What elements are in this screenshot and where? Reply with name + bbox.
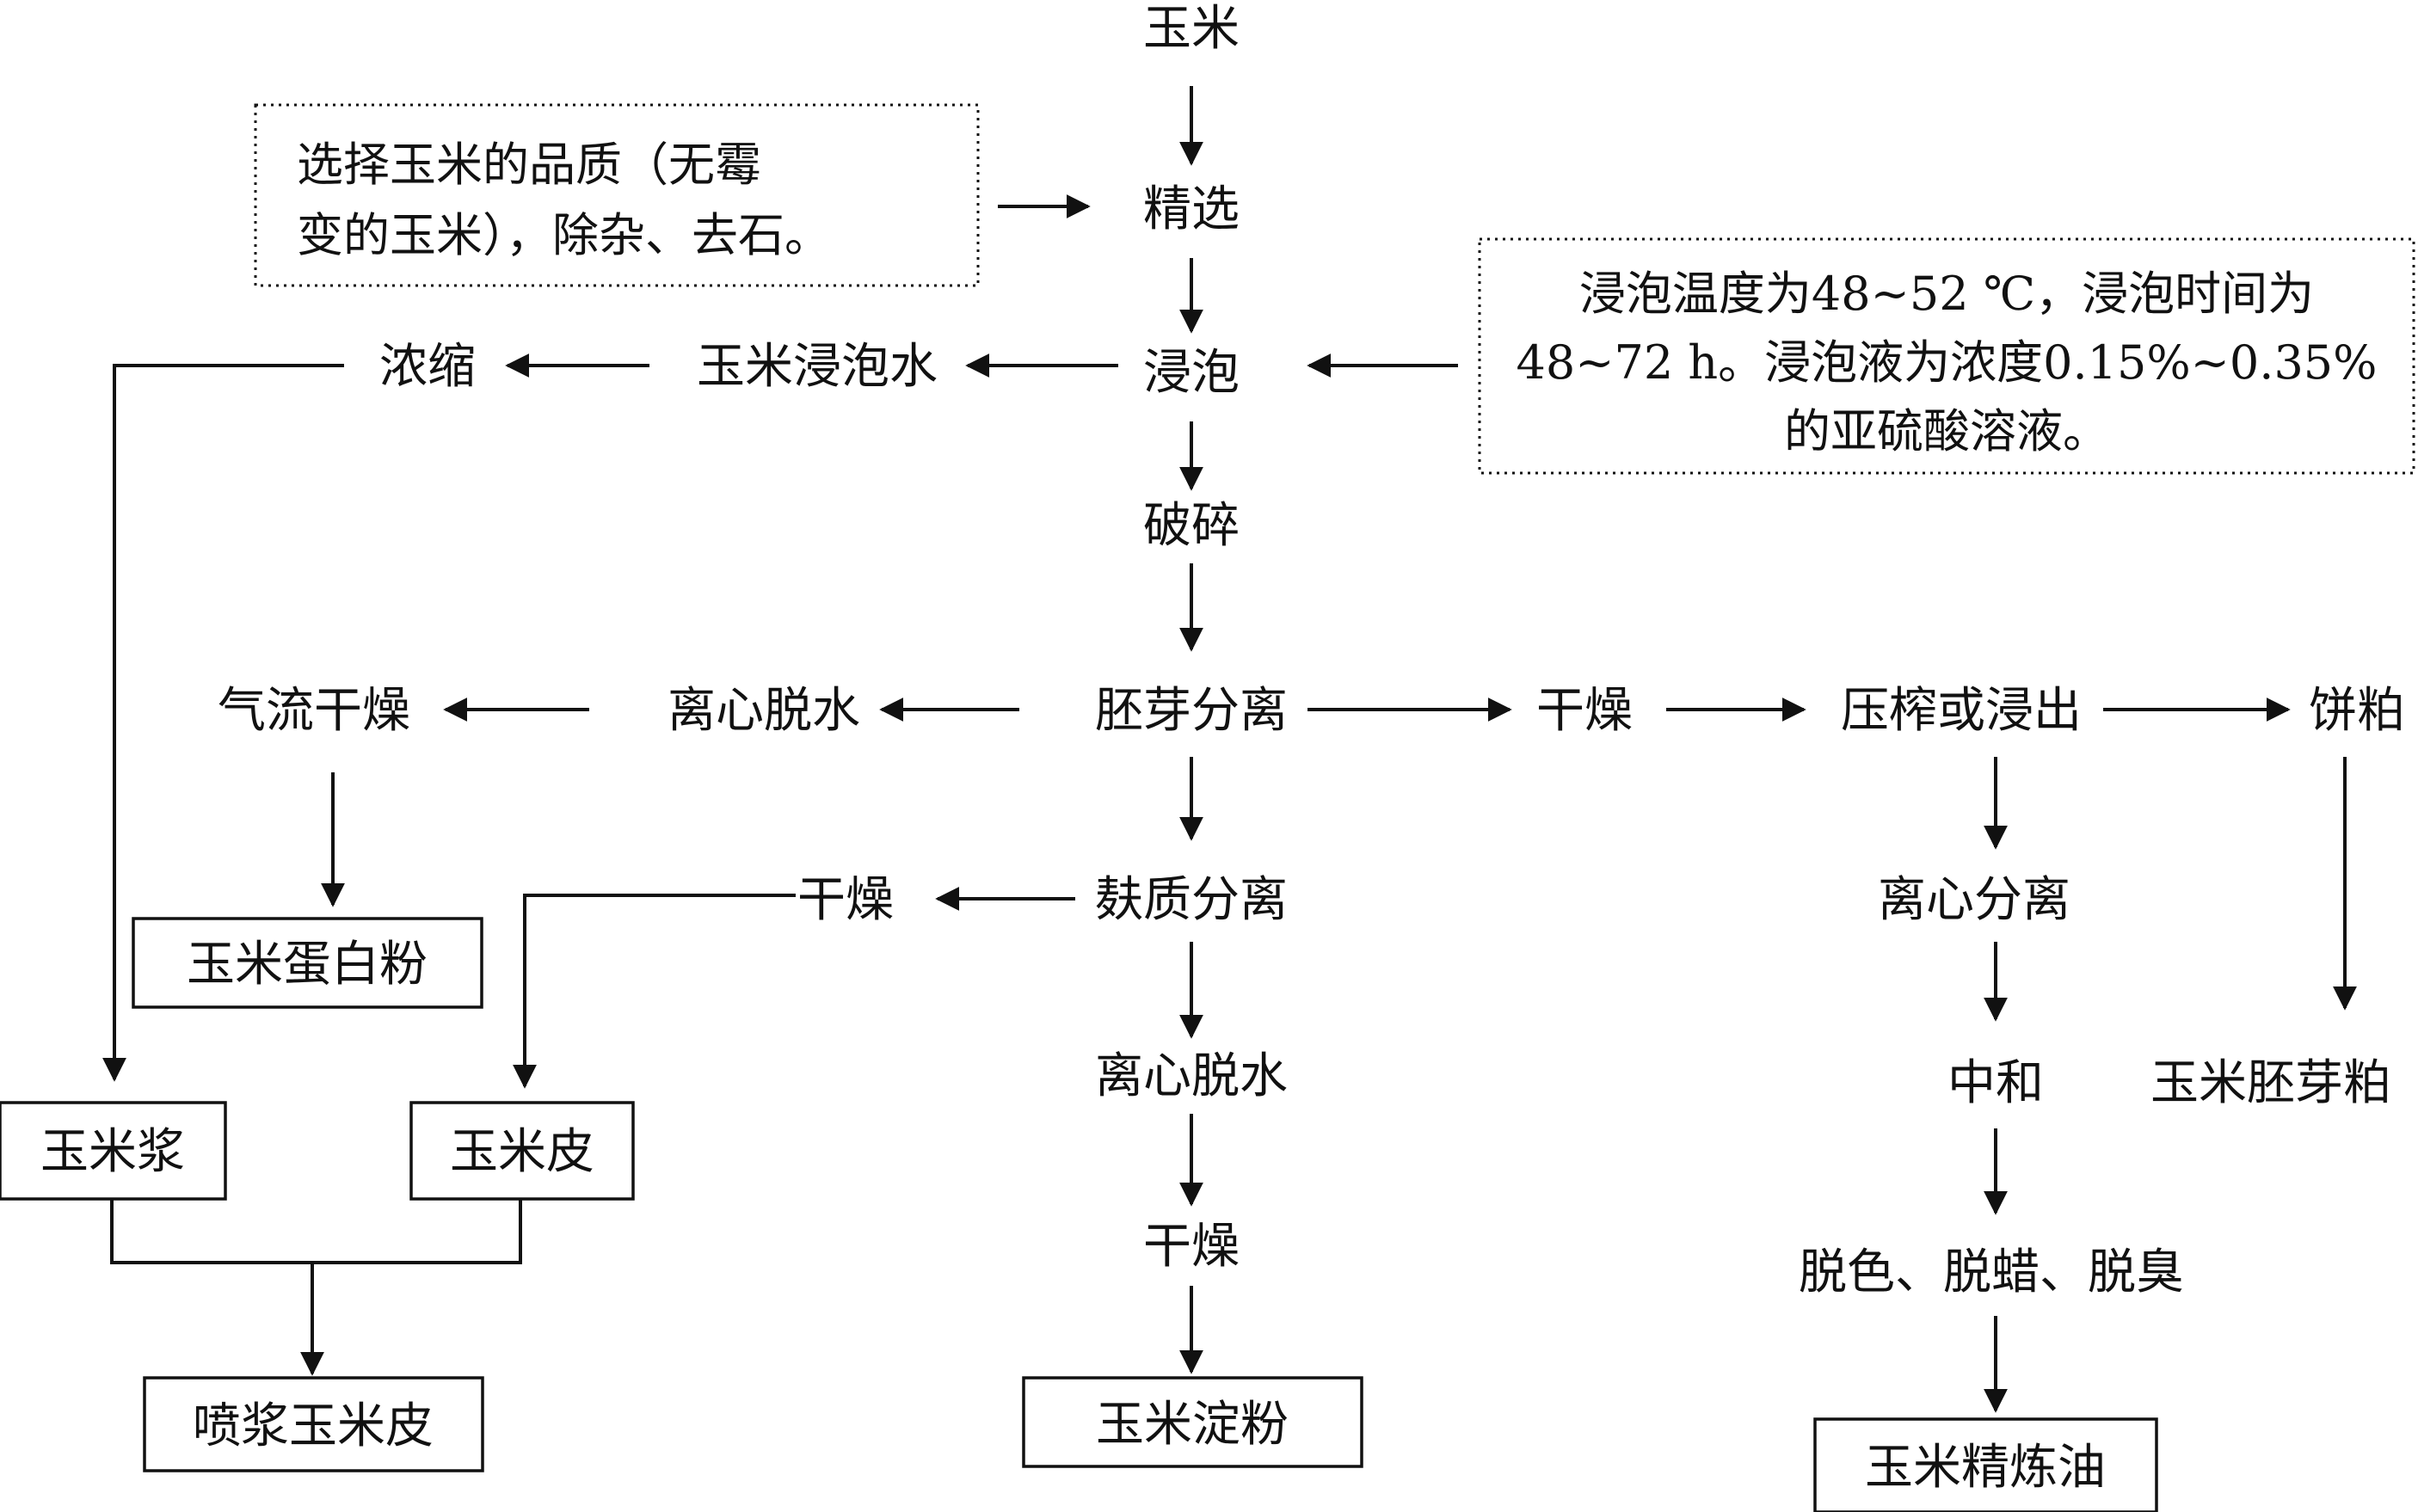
node-protein-powder: 玉米蛋白粉: [187, 937, 428, 993]
node-centrifuge-sep: 离心分离: [1878, 872, 2070, 928]
node-concentrate: 浓缩: [379, 339, 476, 395]
node-germ-meal: 玉米胚芽粕: [2150, 1055, 2391, 1111]
node-cake: 饼粕: [2309, 683, 2405, 739]
node-refine: 脱色、脱蜡、脱臭: [1799, 1245, 2184, 1300]
node-press: 压榨或浸出: [1841, 683, 2082, 739]
node-dry-germ: 干燥: [1536, 683, 1633, 739]
node-corn-hull: 玉米皮: [450, 1124, 594, 1180]
note-select-line2: 变的玉米），除杂、去石。: [297, 208, 831, 262]
node-corn-pulp: 玉米浆: [40, 1124, 185, 1180]
node-air-dry: 气流干燥: [218, 683, 410, 739]
node-refined-oil: 玉米精炼油: [1865, 1440, 2106, 1496]
node-dry-bran: 干燥: [797, 872, 894, 928]
node-bran-separation: 麸质分离: [1095, 872, 1288, 928]
node-germ-separation: 胚芽分离: [1095, 683, 1288, 739]
note-box-soak: [1478, 237, 2415, 475]
note-soak-line1: 浸泡温度为48~52 ℃，浸泡时间为: [1579, 267, 2314, 321]
box-sprayed-hull: [143, 1376, 484, 1472]
note-soak-line2: 48~72 h。浸泡液为浓度0.15%~0.35%: [1517, 335, 2378, 390]
line-merge-pulp-hull: [110, 1199, 522, 1264]
box-refined-oil: [1813, 1417, 2158, 1512]
note-select-line1: 选择玉米的品质（无霉: [297, 138, 761, 192]
node-centrifuge-dewater-protein: 离心脱水: [668, 683, 860, 739]
box-protein-powder: [132, 917, 483, 1009]
node-dry-starch: 干燥: [1143, 1219, 1240, 1275]
node-corn-starch: 玉米淀粉: [1096, 1397, 1289, 1453]
line-dry-bran-to-hull: [513, 894, 796, 1089]
node-soak: 浸泡: [1143, 345, 1240, 401]
node-corn: 玉米: [1143, 1, 1240, 57]
node-soak-water: 玉米浸泡水: [697, 339, 938, 395]
node-crush: 破碎: [1143, 498, 1240, 554]
node-centrifuge-dewater-starch: 离心脱水: [1095, 1048, 1288, 1104]
note-soak-line3: 的亚硫酸溶液。: [1784, 404, 2109, 458]
box-corn-starch: [1022, 1376, 1363, 1468]
note-box-select: [254, 103, 980, 287]
node-select: 精选: [1143, 181, 1240, 237]
node-sprayed-hull: 喷浆玉米皮: [193, 1398, 434, 1454]
line-concentrate-to-corn-pulp: [102, 364, 344, 1082]
node-neutralize: 中和: [1947, 1055, 2044, 1111]
